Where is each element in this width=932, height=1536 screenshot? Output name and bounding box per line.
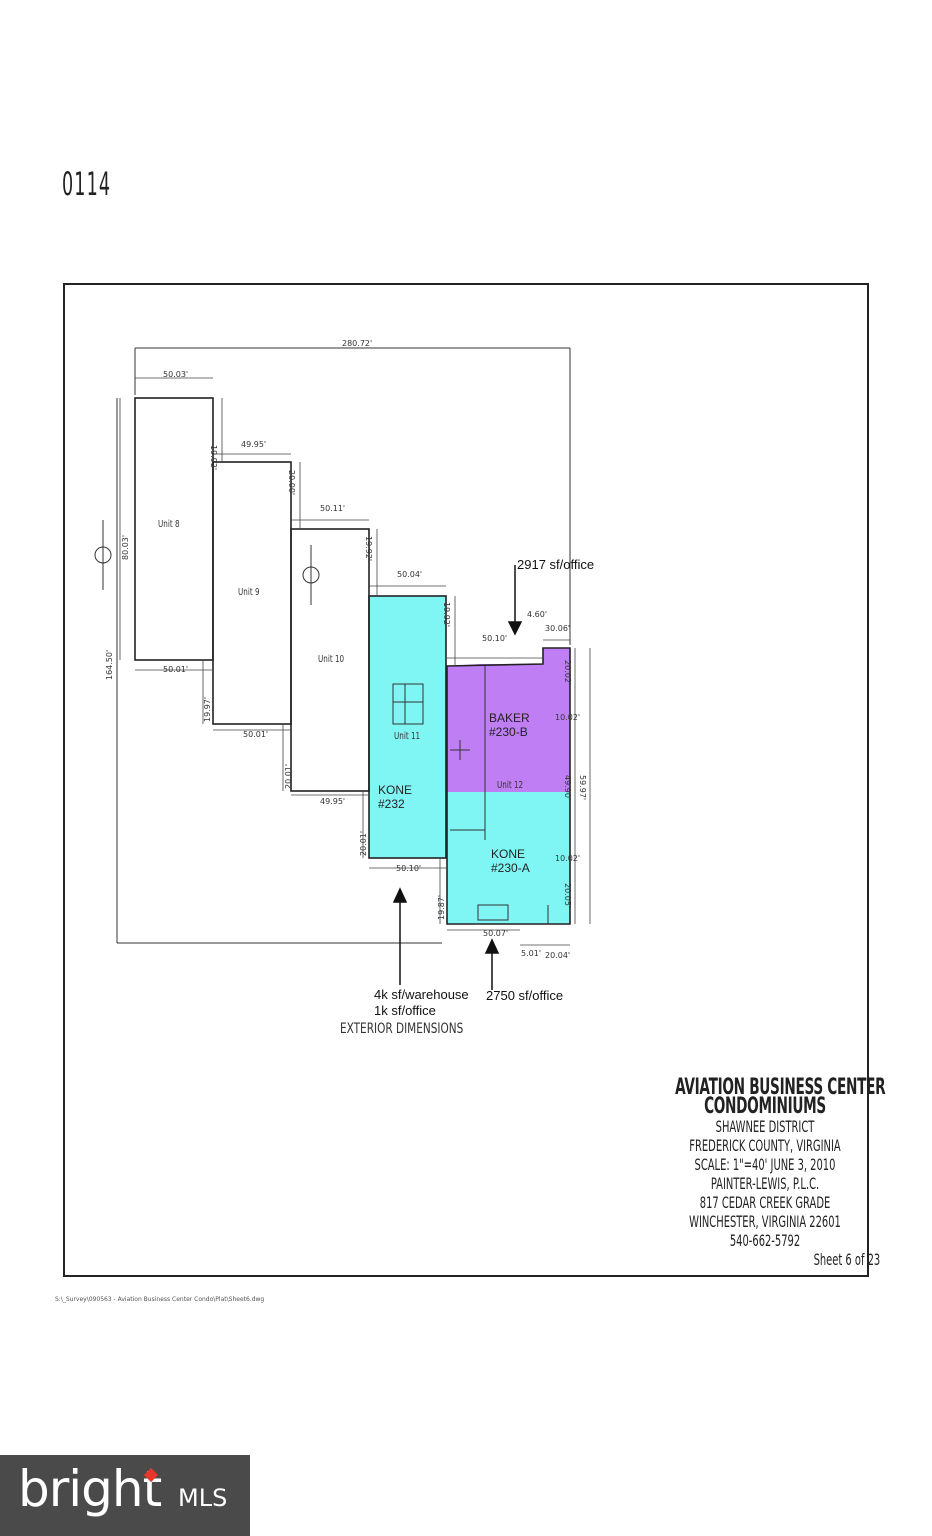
arrow-bottom-office-head [484,938,500,954]
title-line-9: 540-662-5792 [729,1231,801,1250]
unit-11-outline [368,595,447,859]
title-line-7: 817 CEDAR CREEK GRADE [699,1193,831,1212]
logo-suffix-text: MLS [178,1484,228,1512]
dim-u11-left: 20.01' [359,830,368,856]
dim-u12-bottom-b: 5.01' [521,949,542,958]
dim-u8-bottom: 50.01' [163,665,189,674]
dim-u12-right-a: 20.02' [563,660,572,686]
arrow-warehouse-head [392,887,408,903]
dim-u8-left: 80.03' [121,534,130,560]
dim-u9-left: 19.97' [203,696,212,722]
kone-230a-name: KONE [491,847,526,861]
kone-232-fill [369,596,446,858]
dim-u12-right-c: 49.90' [563,775,572,801]
bright-mls-logo [0,1455,250,1536]
unit-12-label: Unit 12 [497,780,524,791]
dim-u12-left: 19.87' [437,894,446,920]
title-line-6: PAINTER-LEWIS, P.L.C. [710,1174,820,1193]
dim-u9-right: 20.00' [287,470,296,496]
unit-11-label: Unit 11 [394,731,421,742]
baker-230b-fill [447,648,570,792]
dim-u12-right-b: 10.02' [555,713,581,722]
annotation-office-1k: 1k sf/office [374,1003,436,1018]
title-line-1: AVIATION BUSINESS CENTER [675,1075,886,1100]
dim-u12-right-f: 20.05' [563,883,572,909]
dim-u12-top-b: 4.60' [527,610,548,619]
unit-10-label: Unit 10 [318,654,345,665]
logo-brand-text: bright [18,1460,162,1518]
title-line-5: SCALE: 1"=40' JUNE 3, 2010 [694,1155,836,1174]
file-path-footnote: S:\_Survey\090563 - Aviation Business Ce… [55,1296,265,1303]
dim-u11-bottom: 50.10' [396,864,422,873]
title-line-4: FREDERICK COUNTY, VIRGINIA [689,1136,841,1155]
unit-12-outline [446,647,571,925]
dim-u12-bottom-a: 50.07' [483,929,509,938]
title-line-8: WINCHESTER, VIRGINIA 22601 [689,1212,841,1231]
title-block: AVIATION BUSINESS CENTER CONDOMINIUMS SH… [620,1075,910,1269]
dim-u8-top: 50.03' [163,370,189,379]
kone-232-name: KONE [378,783,413,797]
arrow-top-office-head [507,621,523,636]
dim-u10-right: 19.92' [364,536,373,562]
dim-u11-top: 50.04' [397,570,423,579]
dim-u10-top: 50.11' [320,504,346,513]
exterior-dimensions-label: EXTERIOR DIMENSIONS [340,1021,464,1037]
kone-230a-number: #230-A [491,861,530,875]
dim-u8-right: 19.92' [209,445,218,471]
annotation-top-office: 2917 sf/office [517,557,595,572]
annotation-bottom-office: 2750 sf/office [486,988,564,1003]
baker-name: BAKER [489,711,530,725]
dim-u12-right-e: 10.02' [555,854,581,863]
dim-u12-right-d: 59.97' [578,775,587,801]
overall-dimension-box [116,347,571,944]
page-number: 0114 [62,165,112,203]
kone-230a-fill [447,792,570,924]
dim-u11-right: 19.92' [442,602,451,628]
dim-overall-width: 280.72' [342,339,373,348]
dim-u12-bottom-c: 20.04' [545,951,571,960]
title-line-3: SHAWNEE DISTRICT [715,1117,815,1136]
dim-u10-left: 20.01' [284,763,293,789]
dim-u9-top: 49.95' [241,440,267,449]
dim-u12-top-a: 50.10' [482,634,508,643]
dim-u12-top-c: 30.06' [545,624,571,633]
unit-8-label: Unit 8 [158,519,180,530]
dim-u10-bottom: 49.95' [320,797,346,806]
unit-9-label: Unit 9 [238,587,260,598]
sheet-border [63,283,869,1277]
kone-232-number: #232 [378,797,405,811]
baker-number: #230-B [489,725,528,739]
dim-overall-height: 164.50' [105,649,114,680]
dim-u9-bottom: 50.01' [243,730,269,739]
title-line-10: Sheet 6 of 23 [813,1250,881,1269]
title-line-2: CONDOMINIUMS [704,1094,826,1119]
annotation-warehouse: 4k sf/warehouse [374,987,469,1002]
unit-11-office-box [392,683,424,725]
